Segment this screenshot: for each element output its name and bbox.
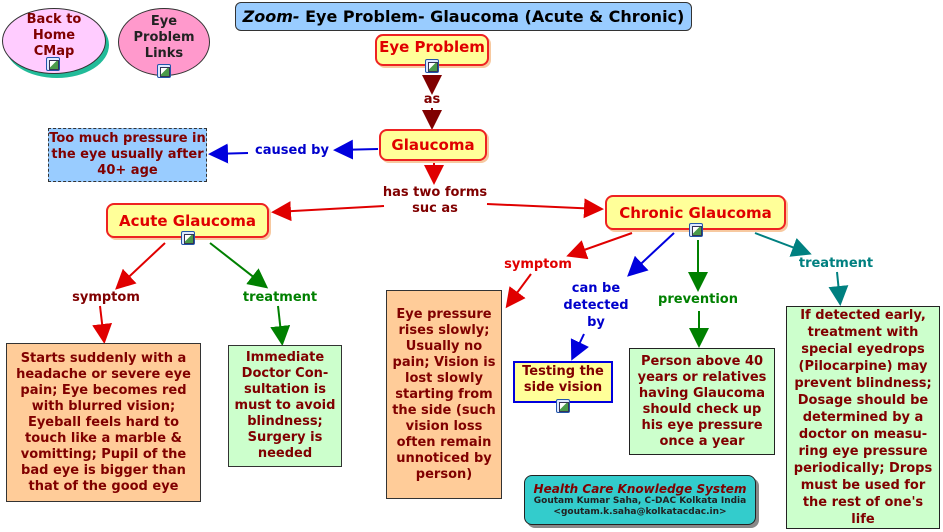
link-caused-by: caused by [255,143,329,158]
back-to-home-button[interactable]: Back to Home CMap [2,8,106,74]
link-as: as [423,92,441,107]
node-glaucoma[interactable]: Glaucoma [379,129,487,161]
link-prevention: prevention [658,292,738,307]
footer-author: Goutam Kumar Saha, C-DAC Kolkata India [533,496,747,506]
node-acute-treatment[interactable]: Immediate Doctor Con-sultation is must t… [228,345,342,467]
concept-map-icon[interactable] [157,64,171,78]
footer-title: Health Care Knowledge System [533,482,747,496]
node-acute-symptom[interactable]: Starts suddenly with a headache or sever… [6,343,201,502]
image-resource-icon[interactable] [181,231,195,245]
image-resource-icon[interactable] [556,399,570,413]
link-can-be-detected-by: can be detected by [563,281,629,330]
link-acute-treatment: treatment [242,290,318,305]
node-cause[interactable]: Too much pressure in the eye usually aft… [48,128,207,182]
link-has-two-forms: has two forms suc as [382,185,488,216]
concept-map-icon[interactable] [46,57,60,71]
link-acute-symptom: symptom [72,290,140,305]
image-resource-icon[interactable] [689,223,703,237]
node-testing-side-vision[interactable]: Testing the side vision [513,361,613,403]
link-chronic-symptom: symptom [504,257,572,272]
node-chronic-symptom[interactable]: Eye pressure rises slowly; Usually no pa… [386,290,502,499]
link-chronic-treatment: treatment [798,256,874,271]
footer-credits: Health Care Knowledge System Goutam Kuma… [524,475,756,525]
node-prevention[interactable]: Person above 40 years or relatives havin… [629,348,775,455]
image-resource-icon[interactable] [425,59,439,73]
node-chronic-treatment[interactable]: If detected early, treatment with specia… [786,306,940,529]
page-title: Zoom- Eye Problem- Glaucoma (Acute & Chr… [235,2,692,31]
footer-email: <goutam.k.saha@kolkatacdac.in> [553,507,727,517]
